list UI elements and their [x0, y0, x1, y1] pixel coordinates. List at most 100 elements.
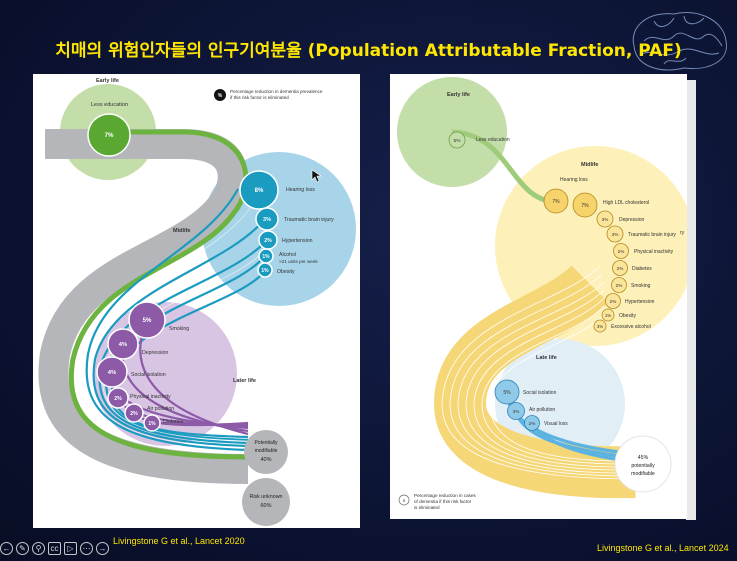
late-life-label-2024: Late life	[536, 355, 557, 361]
depression-pct-2024: 3%	[602, 217, 609, 222]
presentation-toolbar: ← ✎ ⚲ cc ▷ ⋯ →	[0, 540, 109, 556]
obesity-label-2024: Obesity	[619, 313, 636, 319]
ldl-label-2024: High LDL cholesterol	[603, 200, 649, 206]
alcohol-label-2024: Excessive alcohol	[611, 324, 651, 330]
tbi-pct-2024: 3%	[612, 232, 619, 237]
diabetes-bubble-2024	[612, 260, 628, 276]
tbi-pct: 3%	[263, 217, 271, 223]
hearing-loss-label: Hearing loss	[286, 187, 315, 193]
legend-line-2-2024: of dementia if this risk factor	[414, 499, 472, 504]
legend-symbol-2024: n	[403, 498, 406, 503]
less-education-pct: 7%	[105, 133, 114, 139]
diabetes-pct-2024: 2%	[617, 266, 624, 271]
alcohol-sublabel: >21 units per week	[279, 259, 318, 264]
risk-unknown-flow	[38, 129, 249, 484]
visual-loss-pct-2024: 2%	[529, 421, 536, 426]
hypertension-label: Hypertension	[282, 238, 313, 244]
air-pollution-pct: 2%	[130, 411, 138, 417]
depression-bubble	[107, 328, 139, 360]
hearing-loss-pct: 8%	[255, 188, 264, 194]
physical-inactivity-bubble-2024	[613, 243, 629, 259]
physical-inactivity-pct: 2%	[114, 396, 122, 402]
social-isolation-pct: 4%	[108, 370, 116, 376]
legend-symbol-circle-2024	[398, 494, 410, 506]
diabetes-label: Diabetes	[163, 419, 184, 425]
smoking-bubble	[128, 301, 166, 339]
smoking-label: Smoking	[169, 326, 189, 332]
early-life-label: Early life	[96, 78, 119, 84]
potentially-line-2: modifiable	[255, 448, 278, 454]
zoom-icon[interactable]: ⚲	[32, 541, 45, 555]
visual-loss-label-2024: Visual loss	[544, 421, 568, 427]
hypertension-label-2024: Hypertension	[625, 299, 655, 305]
physical-inactivity-bubble	[107, 387, 129, 409]
early-life-label-2024: Early life	[447, 92, 470, 98]
back-icon[interactable]: ←	[0, 541, 13, 555]
pen-icon[interactable]: ✎	[16, 541, 29, 555]
hearing-loss-pct-2024: 7%	[552, 199, 560, 205]
air-pollution-label-2024: Air pollution	[529, 407, 555, 413]
diagram-panel-2020: Early life Less education 7% % Percentag…	[33, 74, 360, 528]
risk-unknown-circle	[242, 478, 290, 526]
tbi-bubble-2024	[606, 225, 624, 243]
ldl-bubble-2024	[572, 192, 598, 218]
midlife-flow-2024	[433, 264, 636, 499]
depression-label: Depression	[142, 350, 168, 356]
potentially-modifiable-circle	[244, 430, 288, 474]
video-icon[interactable]: ▷	[64, 541, 77, 555]
more-icon[interactable]: ⋯	[80, 541, 93, 555]
potentially-line-2-2024: potentially	[631, 463, 655, 469]
diagram-panel-2024: Early life 5% Less education Midlife Hea…	[390, 74, 695, 519]
citation-2024: Livingstone G et al., Lancet 2024	[597, 543, 729, 553]
hearing-loss-bubble	[239, 170, 279, 210]
midlife-label: Midlife	[173, 228, 190, 234]
depression-label-2024: Depression	[619, 217, 645, 223]
smoking-label-2024: Smoking	[631, 283, 651, 289]
air-pollution-pct-2024: 3%	[513, 409, 520, 414]
physical-inactivity-label: Physical inactivity	[130, 394, 171, 400]
legend-line-1-2024: Percentage reduction in cases	[414, 493, 477, 498]
tbi-bubble	[255, 207, 279, 231]
alcohol-bubble-2024	[593, 319, 607, 333]
hypertension-pct: 2%	[264, 238, 272, 244]
less-education-label: Less education	[91, 102, 128, 108]
education-flow	[68, 129, 249, 460]
obesity-pct: 1%	[261, 268, 269, 274]
later-life-bubbles: 5% Smoking 4% Depression 4% Social isola…	[96, 301, 189, 432]
midlife-bubbles-2024: 7% 7% High LDL cholesterol 3% Depression…	[543, 188, 676, 333]
forward-icon[interactable]: →	[96, 541, 109, 555]
alcohol-pct: 1%	[262, 254, 270, 260]
depression-pct: 4%	[119, 342, 127, 348]
obesity-label: Obesity	[277, 269, 295, 275]
paf-diagram-2024: Early life 5% Less education Midlife Hea…	[397, 77, 695, 510]
legend-line-3-2024: is eliminated	[414, 505, 440, 510]
physical-inactivity-pct-2024: 2%	[618, 249, 625, 254]
legend-symbol-circle	[214, 89, 226, 101]
less-education-pct-2024: 5%	[454, 138, 462, 144]
social-isolation-label-2024: Social isolation	[523, 390, 557, 396]
potentially-modifiable-circle-2024	[614, 435, 672, 493]
air-pollution-label: Air pollution	[147, 406, 174, 412]
visual-loss-bubble-2024	[524, 415, 540, 431]
brain-icon	[632, 12, 727, 71]
physical-inactivity-label-2024: Physical inactivity	[634, 249, 674, 255]
potentially-line-3-2024: modifiable	[631, 471, 655, 477]
citation-2020: Livingstone G et al., Lancet 2020	[113, 536, 245, 546]
captions-icon[interactable]: cc	[48, 541, 61, 555]
air-pollution-bubble	[124, 403, 144, 423]
legend-text-2: if this risk factor is eliminated	[230, 95, 289, 100]
paf-diagram-2020: Early life Less education 7% % Percentag…	[38, 78, 356, 526]
legend-symbol: %	[218, 93, 223, 99]
alcohol-pct-2024: 3%	[597, 324, 603, 329]
social-isolation-bubble-2024	[494, 379, 520, 405]
hearing-loss-label-2024: Hearing loss	[560, 177, 588, 183]
less-education-bubble	[87, 113, 131, 157]
diabetes-label-2024: Diabetes	[632, 266, 652, 272]
legend-text-1: Percentage reduction in dementia prevale…	[230, 89, 323, 94]
social-isolation-bubble	[96, 356, 128, 388]
social-isolation-pct-2024: 5%	[503, 390, 511, 396]
diabetes-pct: 1%	[148, 421, 156, 427]
diabetes-bubble	[143, 414, 161, 432]
slide-title: 치매의 위험인자들의 인구기여분율 (Population Attributab…	[55, 41, 682, 61]
air-pollution-bubble-2024	[507, 402, 525, 420]
